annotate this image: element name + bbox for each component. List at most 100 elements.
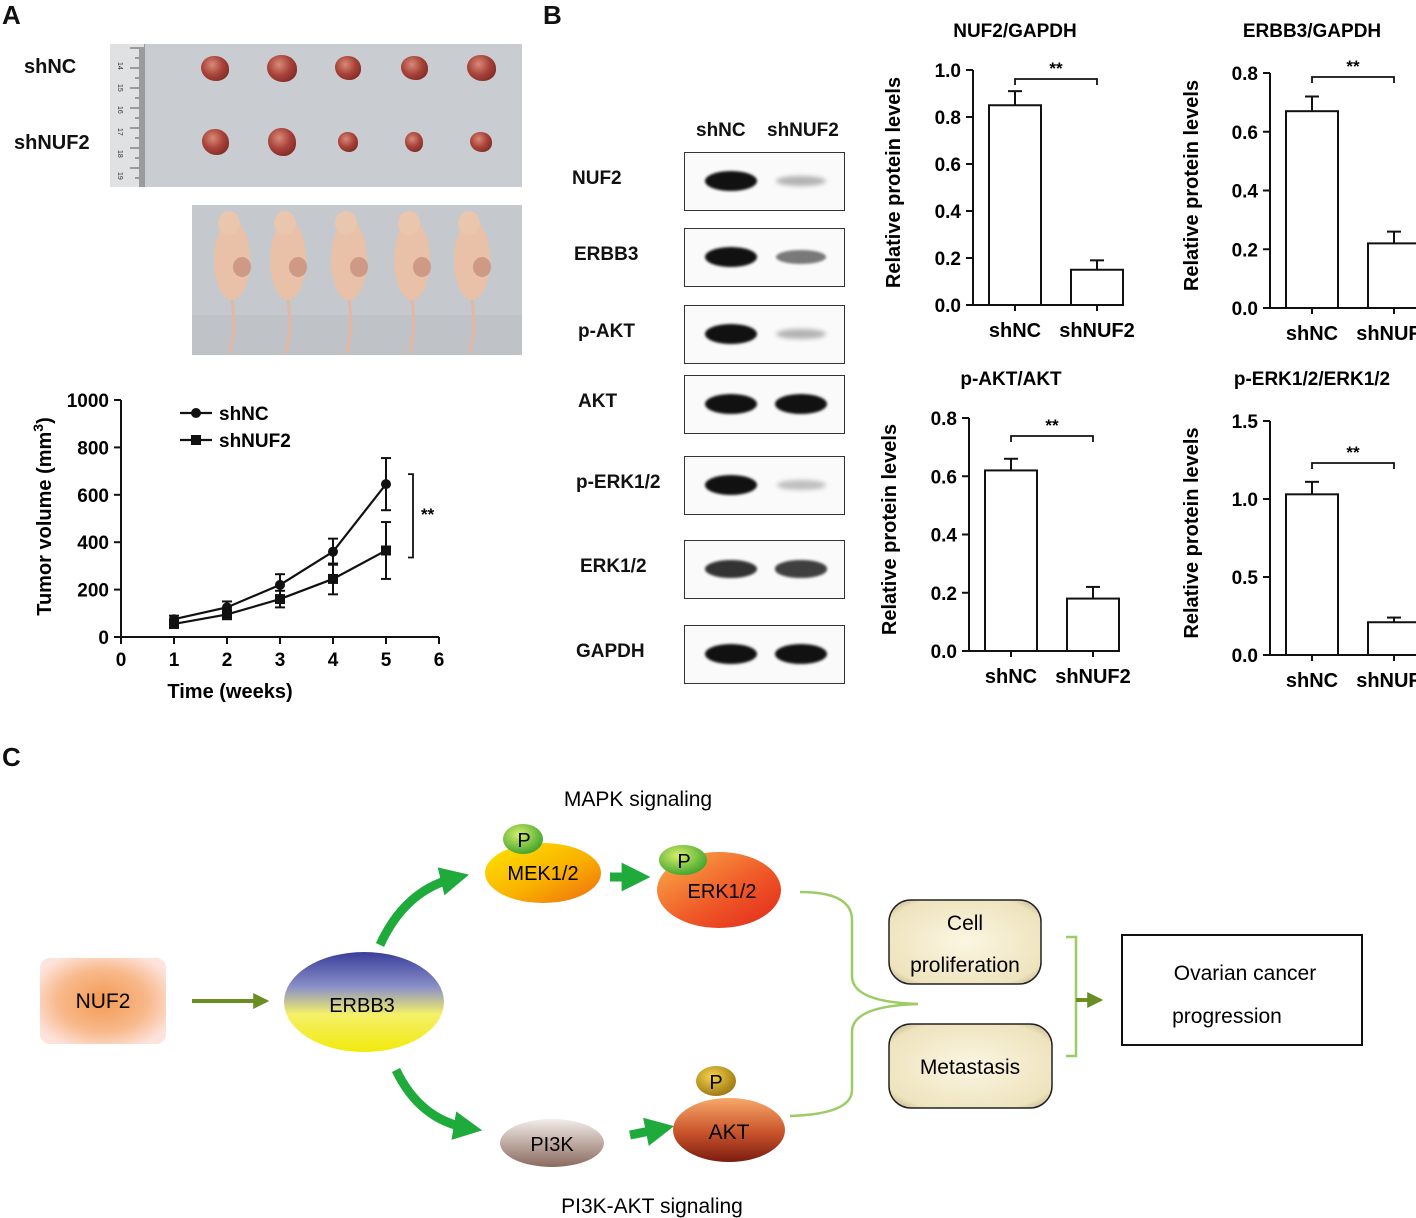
wb-band — [705, 324, 757, 344]
y-tick-label: 0.8 — [931, 409, 957, 430]
y-tick-label: 0 — [98, 628, 109, 649]
bar-shNC — [984, 469, 1038, 652]
mouse-body — [214, 220, 250, 300]
chart-title: p-ERK1/2/ERK1/2 — [1234, 369, 1390, 390]
y-tick-label: 0.8 — [1232, 64, 1258, 85]
wb-band — [775, 394, 827, 414]
akt-phospho-icon — [696, 1066, 736, 1096]
y-axis-label: Relative protein levels — [1181, 427, 1203, 638]
chart-title: NUF2/GAPDH — [953, 21, 1077, 42]
mouse-tail — [228, 299, 236, 354]
mek-phospho-label: P — [517, 830, 530, 852]
mouse-body — [331, 220, 367, 300]
y-tick-label: 0.0 — [1232, 646, 1258, 667]
wb-protein-label: AKT — [578, 391, 618, 412]
mapk-signaling-title: MAPK signaling — [564, 788, 712, 811]
ruler-mark: 15 — [116, 84, 123, 92]
y-tick-label: 400 — [77, 533, 109, 554]
x-tick-label: shNUF2 — [1059, 320, 1135, 342]
y-tick-label: 0.2 — [935, 249, 961, 270]
data-point-shNUF2 — [169, 618, 179, 629]
wb-protein-label: ERK1/2 — [580, 556, 647, 577]
panel-label-c: C — [2, 742, 21, 772]
pi3k-to-akt-arrow — [629, 1117, 675, 1146]
tumor-sample — [466, 55, 496, 81]
akt-phospho-label: P — [709, 1072, 722, 1094]
mouse-tail — [284, 299, 292, 354]
ovarian-cancer-progression-node — [1121, 934, 1363, 1046]
significance-bracket — [408, 473, 414, 559]
cell-proliferation-node — [888, 899, 1042, 985]
x-tick-label: 2 — [222, 650, 233, 671]
pathway-diagram: MAPK signaling PI3K-AKT signaling NUF2 E… — [40, 788, 1363, 1218]
x-axis-label: Time (weeks) — [167, 681, 292, 703]
wb-protein-label: GAPDH — [576, 641, 645, 662]
y-tick-label: 0.0 — [1232, 299, 1258, 320]
y-tick-label: 1.0 — [935, 61, 961, 82]
mouse-tail — [408, 299, 416, 354]
mouse-tumor — [413, 257, 431, 277]
y-tick-label: 0.8 — [935, 108, 961, 129]
significance-marker: ** — [1346, 57, 1360, 76]
bar-shNUF2 — [1066, 597, 1120, 652]
significance-marker: ** — [1049, 59, 1063, 78]
erbb3-to-mek-arrow — [375, 867, 470, 947]
x-tick-label: shNUF2 — [1356, 323, 1416, 345]
pi3k-akt-signaling-title: PI3K-AKT signaling — [561, 1195, 743, 1218]
tumor-row-label-shnc: shNC — [24, 56, 77, 78]
significance-marker: ** — [1346, 443, 1360, 462]
mouse-tumor — [289, 257, 307, 277]
mek-label: MEK1/2 — [507, 863, 578, 885]
chart-title: p-AKT/AKT — [960, 369, 1062, 390]
mouse-head — [274, 211, 296, 235]
significance-bracket — [1014, 78, 1098, 85]
legend-label: shNUF2 — [219, 431, 291, 452]
wb-blot-strip — [684, 625, 845, 684]
tumor-sample — [470, 132, 492, 152]
bar-shNC — [1285, 110, 1339, 309]
signaling-brace — [789, 890, 919, 1118]
wb-band — [705, 171, 757, 191]
y-tick-label: 0.6 — [935, 155, 961, 176]
pi3k-node — [500, 1119, 604, 1167]
cell-proliferation-label-line2: proliferation — [910, 954, 1020, 977]
wb-blot-strip — [684, 305, 845, 364]
bar-shNUF2 — [1367, 621, 1416, 656]
data-point-shNUF2 — [222, 609, 232, 620]
mouse-tumor — [233, 257, 251, 277]
mouse-tumor — [473, 257, 491, 277]
significance-bracket — [1010, 435, 1094, 442]
tumor-sample — [201, 129, 229, 155]
data-point-shNUF2 — [328, 573, 338, 584]
legend-marker — [191, 435, 201, 445]
x-tick-label: shNC — [989, 320, 1041, 342]
mouse-body — [394, 220, 430, 300]
wb-band — [775, 250, 827, 264]
mouse-head — [218, 211, 240, 235]
wb-band — [776, 480, 826, 490]
y-tick-label: 0.4 — [1232, 182, 1259, 203]
akt-label: AKT — [709, 1121, 750, 1144]
x-tick-label: shNC — [1286, 670, 1338, 692]
wb-protein-label: p-AKT — [578, 321, 635, 342]
wb-blot-strip — [684, 152, 845, 211]
x-tick-label: 3 — [275, 650, 286, 671]
wb-band — [775, 644, 827, 664]
wb-band — [705, 644, 757, 664]
tumor-sample — [268, 128, 296, 156]
tumor-sample — [267, 54, 297, 82]
y-tick-label: 800 — [77, 438, 109, 459]
x-tick-label: shNUF2 — [1055, 666, 1131, 688]
x-tick-label: shNC — [985, 666, 1037, 688]
pi3k-label: PI3K — [530, 1134, 574, 1156]
y-axis-label: Relative protein levels — [883, 77, 905, 288]
metastasis-label: Metastasis — [920, 1056, 1020, 1079]
tumor-sample — [400, 56, 428, 80]
mouse-tail — [468, 299, 476, 354]
ovarian-cancer-label-line1: Ovarian cancer — [1174, 962, 1316, 985]
